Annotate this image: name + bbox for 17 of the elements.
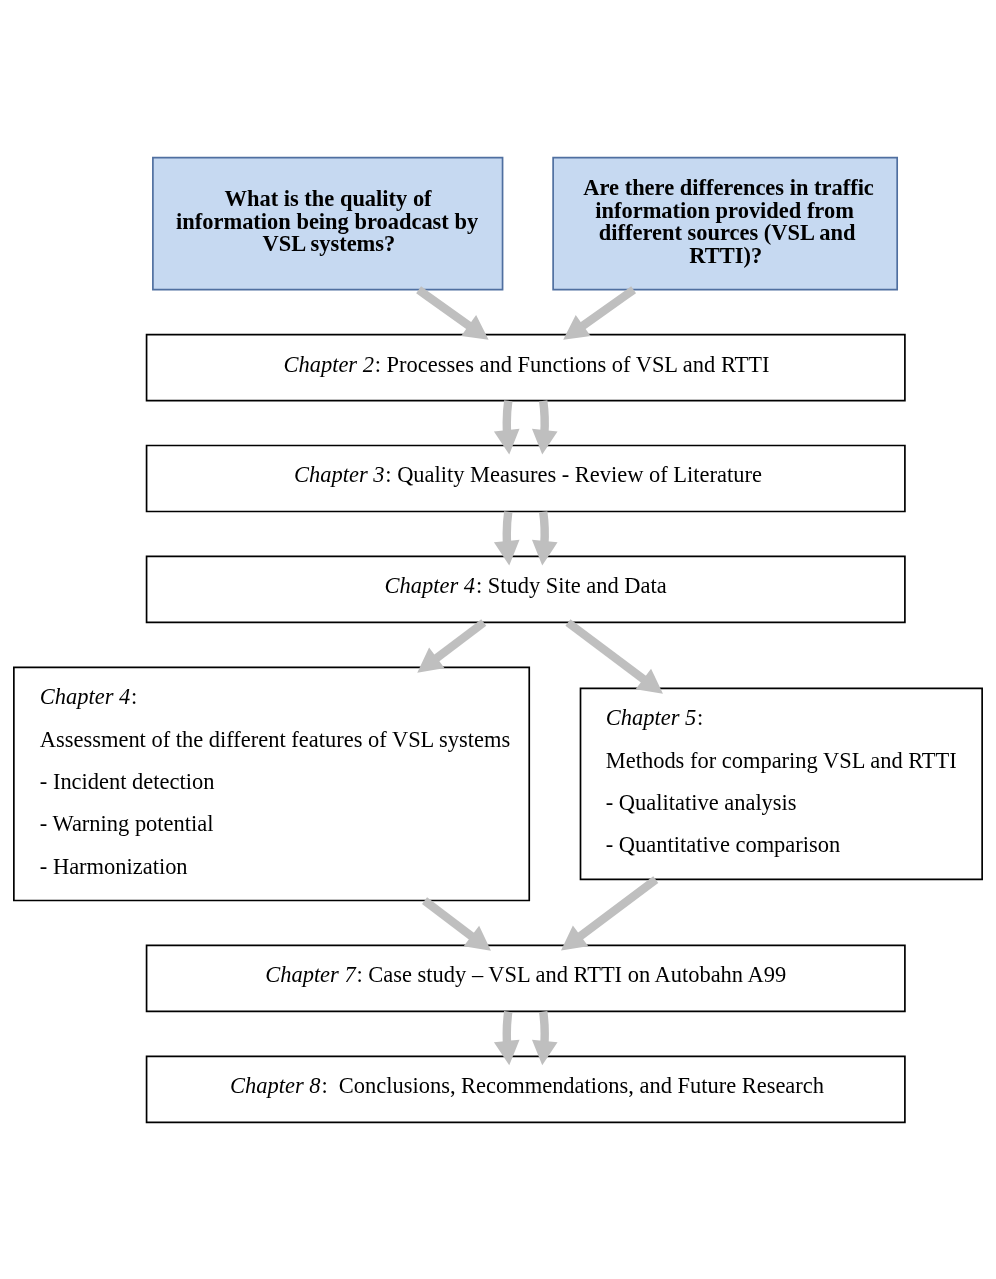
arrow bbox=[531, 510, 558, 565]
node-box: Chapter 5: Methods for comparing VSL and RTTI - Qualitative analysis - Quantitative comparison bbox=[579, 687, 983, 880]
arrow bbox=[531, 1010, 558, 1065]
arrow bbox=[563, 285, 637, 340]
node-box: Are there differences in traffic information provided from different sources (VSL and RTTI)? bbox=[552, 156, 899, 290]
arrow bbox=[565, 618, 663, 694]
arrow bbox=[561, 875, 659, 951]
node-box: What is the quality of information being broadcast by VSL systems? bbox=[152, 156, 504, 290]
node-box: Chapter 4: Assessment of the different features of VSL systems - Incident detection - Warning potential - Harmonization bbox=[13, 666, 531, 901]
arrow bbox=[493, 1010, 520, 1065]
arrow bbox=[493, 510, 520, 565]
node-box: Chapter 4: Study Site and Data bbox=[145, 555, 906, 623]
node-box: Chapter 7: Case study – VSL and RTTI on Autobahn A99 bbox=[145, 944, 906, 1012]
node-box: Chapter 3: Quality Measures - Review of Literature bbox=[145, 444, 906, 512]
node-box: Chapter 2: Processes and Functions of VSL and RTTI bbox=[145, 333, 906, 401]
node-box: Chapter 8: Conclusions, Recommendations, and Future Research bbox=[145, 1055, 906, 1123]
arrow bbox=[416, 285, 489, 340]
